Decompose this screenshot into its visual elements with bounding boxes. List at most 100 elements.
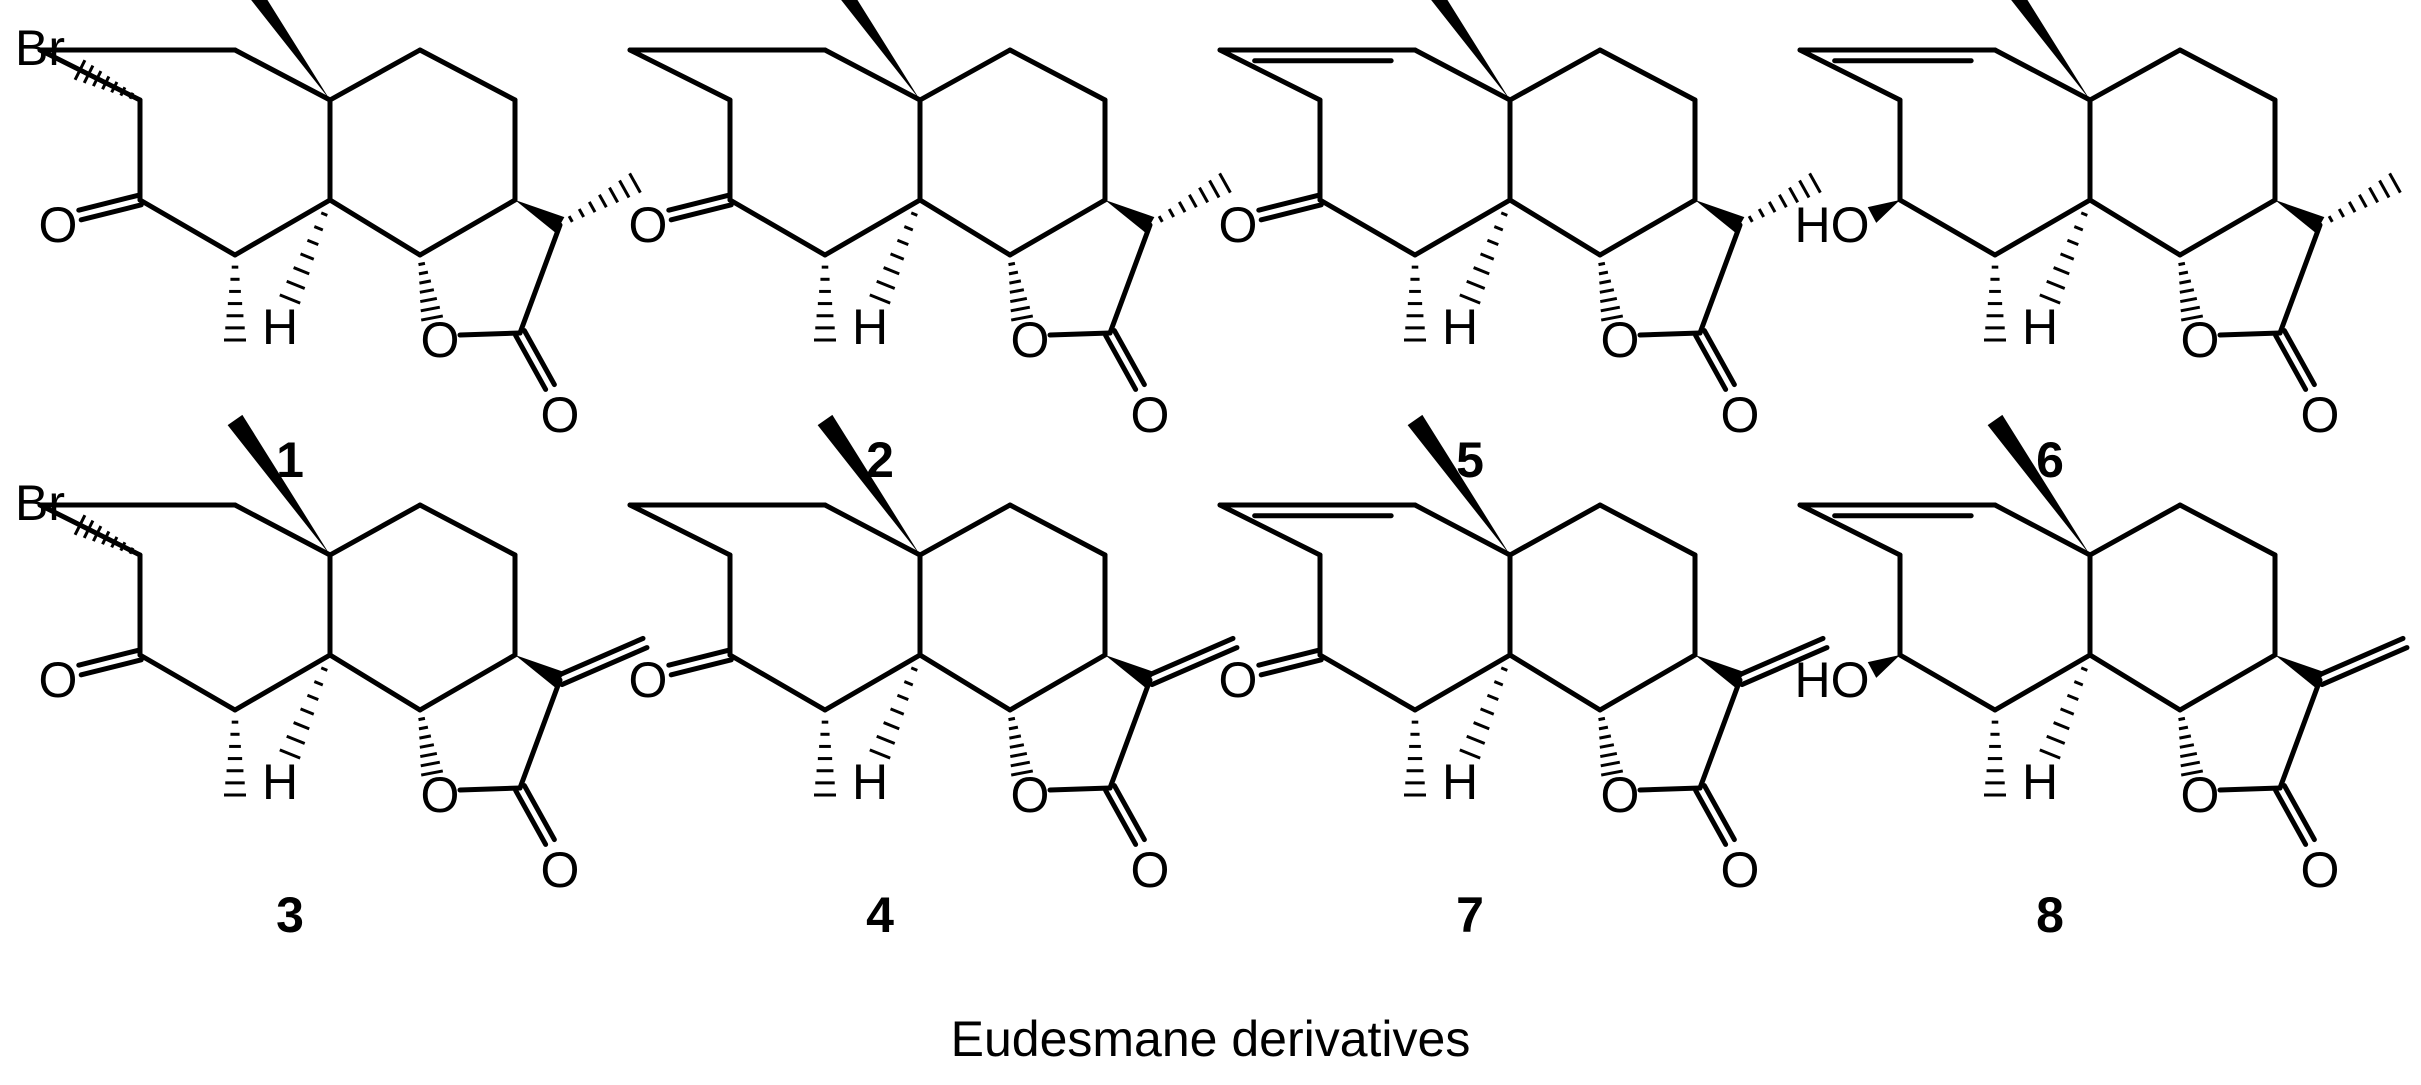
ring-bond (822, 47, 923, 103)
lactone-oxygen-hashed-bond (2180, 751, 2198, 759)
angular-methyl-wedge (1431, 0, 1510, 100)
methyl-hashed-bond (1167, 208, 1175, 218)
angular-methyl-wedge (2011, 0, 2090, 100)
ketone-bond (76, 192, 142, 213)
methyl-hashed-bond (1757, 208, 1765, 218)
lactone-oxygen-hashed-bond (1599, 743, 1615, 749)
ring-fusion-wedge (1695, 200, 1745, 233)
ring-bond (1412, 502, 1513, 558)
ring-bond (1217, 502, 1323, 558)
lactone-ring-bond (1637, 785, 1703, 793)
ring-hydrogen-hashed-bond (2073, 225, 2084, 232)
bromine-hashed-bond (92, 70, 103, 87)
lactone-oxygen-hashed-bond (419, 734, 432, 740)
lactone-ring-bond (1047, 785, 1113, 793)
ketone-oxygen: O (39, 197, 78, 253)
bromine-hashed-bond (128, 547, 135, 555)
angular-methyl-wedge (227, 414, 330, 555)
ketone-bond (668, 202, 734, 223)
ring-bond (1007, 502, 1108, 558)
lactone-carbonyl-bond (2281, 783, 2317, 843)
lactone-oxygen-hashed-bond (2180, 296, 2198, 304)
lactone-ring-bond (2217, 785, 2283, 793)
angular-methyl-wedge (841, 0, 920, 100)
ring-hydrogen-hashed-bond (869, 748, 891, 760)
ring-hydrogen-hashed-bond (279, 748, 301, 760)
hydroxyl-label: HO (1795, 197, 1870, 253)
methyl-hashed-bond (2327, 215, 2334, 223)
ring-hydrogen-hashed-bond (2059, 707, 2075, 716)
exo-methylene-bond (2315, 635, 2406, 678)
ring-bond (137, 652, 238, 713)
ring-hydrogen-hashed-bond (1473, 721, 1490, 731)
ring-hydrogen-hashed-bond (2066, 693, 2079, 702)
lactone-carbonyl-oxygen: O (2301, 387, 2340, 443)
lactone-oxygen-hashed-bond (1600, 314, 1624, 322)
ring-hydrogen-label: H (262, 754, 298, 810)
compound-number: 4 (866, 887, 894, 943)
hydroxyl-wedge (1867, 200, 1900, 223)
lactone-ring-bond (457, 785, 523, 793)
ring-hydrogen-hashed-bond (313, 680, 324, 687)
ring-bond (327, 47, 423, 103)
lactone-carbonyl-oxygen: O (541, 387, 580, 443)
ring-bond (417, 47, 518, 103)
ketone-oxygen: O (1219, 652, 1258, 708)
methyl-hashed-bond (2347, 201, 2357, 213)
ring-fusion-wedge (515, 200, 565, 233)
lactone-oxygen-hashed-bond (1600, 296, 1618, 304)
ring-bond (327, 197, 423, 258)
methyl-hashed-bond (2358, 194, 2368, 208)
ring-hydrogen-hashed-bond (1486, 238, 1499, 247)
lactone-carbonyl-bond (2273, 787, 2309, 847)
lactone-carbonyl-bond (1111, 783, 1147, 843)
ring-bond (327, 502, 423, 558)
ring-hydrogen-hashed-bond (306, 693, 319, 702)
ring-fusion-wedge (1105, 655, 1155, 688)
ring-fusion-wedge (1695, 655, 1745, 688)
ring-bond (627, 502, 733, 558)
lactone-ring-bond (1107, 677, 1153, 791)
lactone-oxygen-hashed-bond (1008, 725, 1019, 731)
lactone-oxygen-hashed-bond (420, 751, 438, 759)
ring-hydrogen-hashed-bond (1500, 211, 1508, 217)
lactone-oxygen-hashed-bond (419, 279, 432, 285)
lactone-oxygen-hashed-bond (1010, 305, 1031, 313)
ring-bond (1797, 47, 1903, 103)
ring-bond (1507, 197, 1603, 258)
ketone-bond (1258, 202, 1324, 223)
ring-hydrogen-hashed-bond (889, 252, 905, 261)
exo-methylene-bond (559, 645, 650, 688)
ring-bond (1597, 502, 1698, 558)
ring-hydrogen-hashed-bond (889, 707, 905, 716)
methyl-hashed-bond (1788, 186, 1799, 204)
bromine-hashed-bond (119, 541, 127, 552)
lactone-oxygen-hashed-bond (420, 296, 438, 304)
lactone-ring-oxygen: O (421, 767, 460, 823)
ring-hydrogen-hashed-bond (883, 721, 900, 731)
ketone-bond (666, 192, 732, 213)
ring-bond (1597, 197, 1698, 258)
lactone-oxygen-hashed-bond (2179, 288, 2195, 294)
methyl-hashed-bond (2337, 208, 2345, 218)
ring-fusion-wedge (1105, 200, 1155, 233)
lactone-oxygen-hashed-bond (1009, 279, 1022, 285)
bromine-label: Br (15, 475, 65, 531)
lactone-ring-bond (2277, 222, 2323, 336)
ring-bond (917, 47, 1013, 103)
lactone-ring-oxygen: O (2181, 312, 2220, 368)
lactone-oxygen-hashed-bond (419, 288, 435, 294)
lactone-oxygen-hashed-bond (1009, 734, 1022, 740)
lactone-oxygen-hashed-bond (418, 725, 429, 731)
methyl-hashed-bond (577, 208, 585, 218)
ring-bond (822, 652, 923, 713)
ring-bond (1992, 197, 2093, 258)
lactone-oxygen-hashed-bond (418, 270, 429, 276)
ring-bond (2087, 652, 2183, 713)
lactone-carbonyl-oxygen: O (1721, 387, 1760, 443)
ketone-bond (666, 647, 732, 668)
lactone-oxygen-hashed-bond (2180, 769, 2204, 777)
ring-bond (137, 197, 238, 258)
